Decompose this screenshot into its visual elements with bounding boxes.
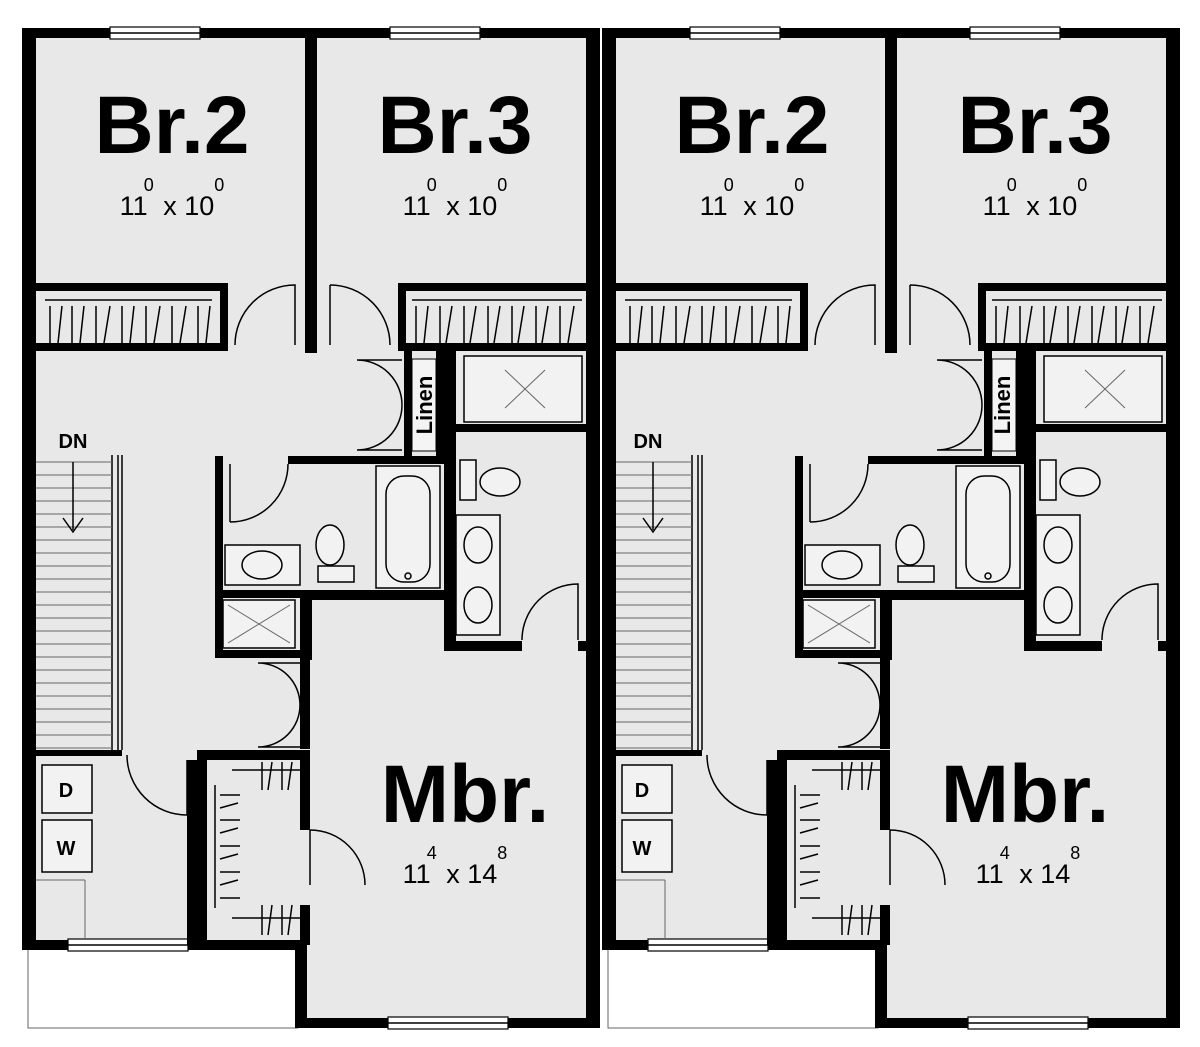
br3-label: Br.3 — [958, 80, 1113, 171]
br2-label: Br.2 — [675, 80, 830, 171]
linen-label: Linen — [412, 376, 437, 435]
mbr-label: Mbr. — [381, 749, 550, 840]
unit-right: Br.2 110 x 100 Br.3 110 x 100 Mbr. 114 x… — [601, 26, 1181, 1030]
br2-dim: 110 x 100 — [120, 175, 225, 221]
mbr-dim: 114 x 148 — [403, 843, 508, 889]
stairs-dn-label: DN — [634, 431, 663, 453]
stairs-dn-label: DN — [59, 431, 88, 453]
br2-dim: 110 x 100 — [700, 175, 805, 221]
washer-label: W — [633, 838, 652, 860]
dryer-label: D — [59, 780, 73, 802]
linen-label: Linen — [990, 376, 1015, 435]
mbr-dim: 114 x 148 — [976, 843, 1081, 889]
mbr-label: Mbr. — [941, 749, 1110, 840]
unit-left: Br.2 110 x 100 Br.3 110 x 100 Mbr. 114 x… — [21, 26, 601, 1030]
br2-label: Br.2 — [95, 80, 250, 171]
br3-dim: 110 x 100 — [403, 175, 508, 221]
br3-dim: 110 x 100 — [983, 175, 1088, 221]
washer-label: W — [57, 838, 76, 860]
dryer-label: D — [635, 780, 649, 802]
br3-label: Br.3 — [378, 80, 533, 171]
